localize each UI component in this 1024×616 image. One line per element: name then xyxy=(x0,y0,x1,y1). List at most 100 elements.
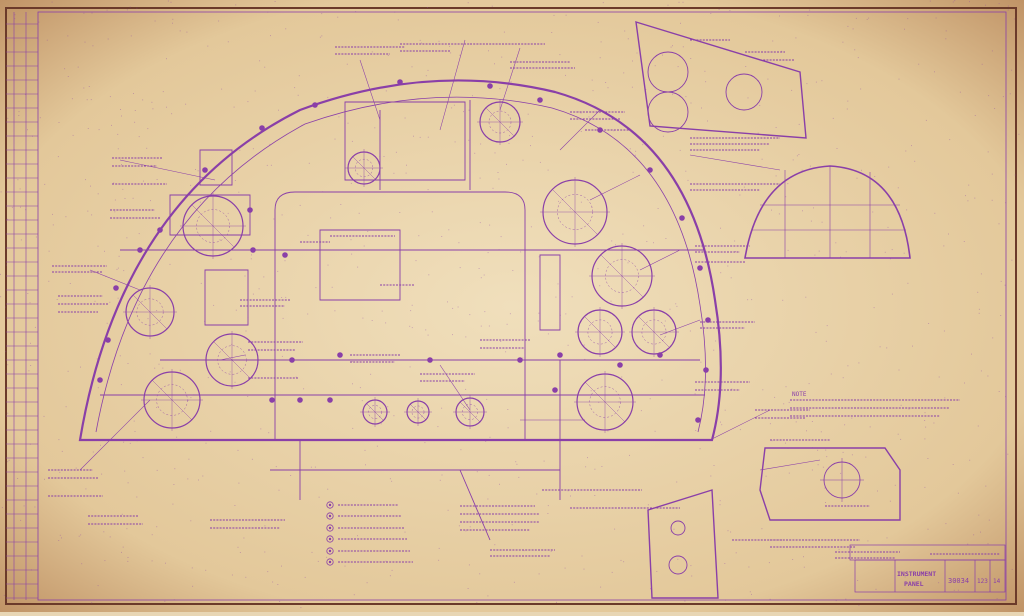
speckle xyxy=(244,439,246,441)
speckle xyxy=(585,466,587,468)
speckle xyxy=(109,301,111,303)
speckle xyxy=(158,363,160,365)
speckle xyxy=(84,41,86,43)
speckle xyxy=(43,415,45,417)
speckle xyxy=(846,108,848,110)
speckle xyxy=(151,101,153,103)
speckle xyxy=(151,534,153,536)
speckle xyxy=(91,214,93,216)
speckle xyxy=(126,237,128,239)
speckle xyxy=(278,109,279,111)
speckle xyxy=(559,314,561,316)
speckle xyxy=(247,396,249,397)
speckle xyxy=(1005,396,1007,398)
speckle xyxy=(80,534,82,536)
speckle xyxy=(515,461,517,463)
speckle xyxy=(285,28,287,30)
speckle xyxy=(389,478,391,480)
speckle xyxy=(136,496,138,498)
speckle xyxy=(945,523,947,525)
speckle xyxy=(787,249,789,251)
speckle xyxy=(967,200,969,202)
speckle xyxy=(765,475,767,477)
speckle xyxy=(886,347,888,349)
drawing-number: 30034 xyxy=(948,577,969,585)
speckle xyxy=(441,236,443,237)
speckle xyxy=(798,154,800,155)
speckle xyxy=(44,478,45,480)
speckle xyxy=(173,484,175,485)
speckle xyxy=(237,449,239,451)
speckle xyxy=(441,474,443,476)
speckle xyxy=(393,415,395,417)
speckle xyxy=(818,250,820,252)
speckle xyxy=(720,227,721,229)
speckle xyxy=(667,4,669,6)
speckle xyxy=(912,345,913,347)
speckle xyxy=(190,184,192,186)
speckle xyxy=(635,150,637,152)
speckle xyxy=(873,307,875,309)
speckle xyxy=(927,458,929,459)
speckle xyxy=(661,379,663,381)
speckle xyxy=(198,479,199,481)
speckle xyxy=(492,187,494,189)
speckle xyxy=(924,412,926,414)
speckle xyxy=(720,421,721,423)
speckle xyxy=(518,476,520,478)
mounting-hole xyxy=(557,352,563,358)
speckle xyxy=(117,148,119,150)
speckle xyxy=(1007,5,1009,7)
speckle xyxy=(623,72,625,74)
speckle xyxy=(327,488,329,490)
speckle xyxy=(72,134,74,136)
speckle xyxy=(1009,93,1011,95)
speckle xyxy=(27,293,29,294)
speckle xyxy=(954,0,956,2)
speckle xyxy=(385,322,387,324)
speckle xyxy=(179,369,181,371)
speckle xyxy=(176,436,178,438)
speckle xyxy=(91,382,93,384)
speckle xyxy=(399,212,401,213)
speckle xyxy=(121,551,122,553)
speckle xyxy=(570,495,571,497)
speckle xyxy=(665,238,667,239)
speckle xyxy=(687,179,689,181)
speckle xyxy=(938,376,940,378)
speckle xyxy=(134,110,136,111)
speckle xyxy=(1005,202,1007,204)
speckle xyxy=(59,471,61,473)
speckle xyxy=(489,436,491,438)
speckle xyxy=(511,524,513,526)
section-detail xyxy=(759,447,901,521)
speckle xyxy=(97,585,99,587)
speckle xyxy=(707,120,708,122)
speckle xyxy=(867,540,869,542)
speckle xyxy=(127,363,129,364)
speckle xyxy=(907,282,909,284)
speckle xyxy=(463,111,464,113)
speckle xyxy=(186,31,188,33)
speckle xyxy=(411,66,413,68)
speckle xyxy=(718,326,720,327)
speckle xyxy=(299,204,301,206)
speckle xyxy=(632,171,634,173)
speckle xyxy=(449,45,451,47)
speckle xyxy=(172,18,174,20)
speckle xyxy=(264,66,266,68)
speckle xyxy=(779,15,780,17)
speckle xyxy=(906,209,908,211)
speckle xyxy=(406,164,407,166)
speckle xyxy=(367,152,369,154)
speckle xyxy=(618,401,620,403)
speckle xyxy=(875,588,877,590)
speckle xyxy=(499,88,501,90)
mounting-hole xyxy=(647,167,653,173)
speckle xyxy=(638,602,640,604)
speckle xyxy=(977,291,979,293)
speckle xyxy=(34,506,36,508)
speckle xyxy=(730,277,732,279)
speckle xyxy=(218,20,220,22)
speckle xyxy=(684,600,686,602)
